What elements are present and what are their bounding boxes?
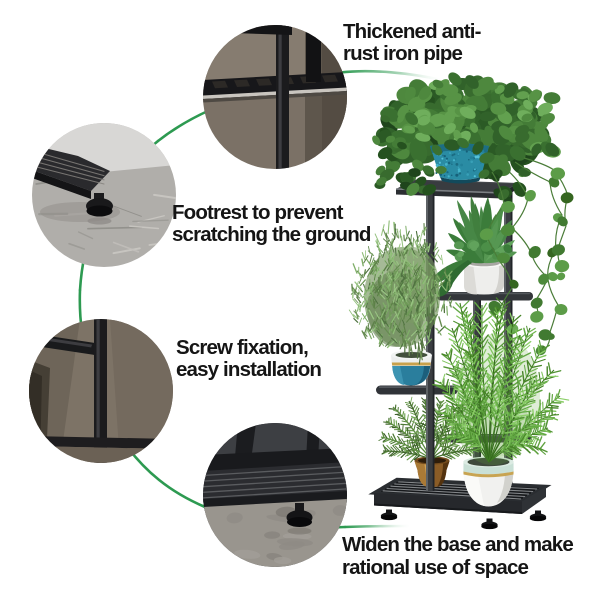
svg-text:Widen the base and make: Widen the base and make [342, 533, 573, 556]
svg-text:rational use of space: rational use of space [342, 556, 529, 579]
svg-text:Thickened anti-: Thickened anti- [343, 20, 481, 43]
svg-text:rust iron pipe: rust iron pipe [343, 42, 463, 65]
svg-text:Footrest to prevent: Footrest to prevent [172, 201, 344, 224]
svg-text:easy installation: easy installation [176, 358, 321, 381]
svg-text:scratching the ground: scratching the ground [172, 223, 371, 246]
svg-text:Screw fixation,: Screw fixation, [176, 336, 308, 359]
